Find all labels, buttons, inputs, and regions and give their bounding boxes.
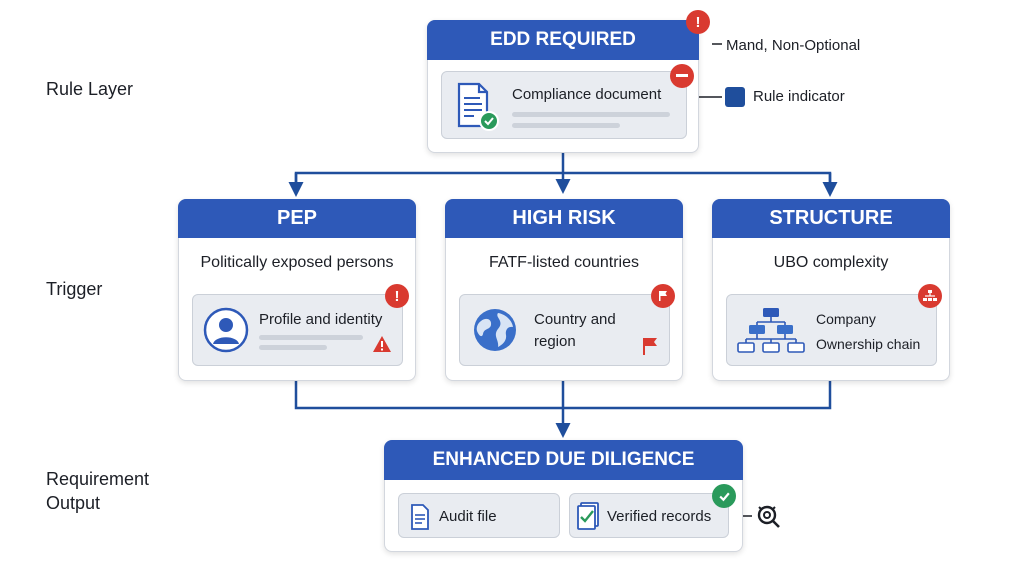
layer-label-output-line2: Output [46, 493, 101, 513]
placeholder-line [259, 335, 363, 340]
org-badge-icon [918, 284, 942, 308]
compliance-document-label: Compliance document [512, 86, 662, 103]
output-card-title: ENHANCED DUE DILIGENCE [384, 440, 743, 480]
rule-card: EDD REQUIRED Compliance document [427, 20, 699, 153]
profile-identity-label: Profile and identity [259, 311, 383, 328]
check-badge-icon [712, 484, 736, 508]
verified-records-label: Verified records [607, 508, 712, 525]
trigger-subtitle-pep: Politically exposed persons [200, 254, 394, 271]
rule-indicator-legend-square [725, 87, 745, 107]
ownership-chain-box[interactable]: Company Ownership chain [726, 294, 937, 366]
placeholder-line [512, 112, 670, 117]
trigger-card-high-risk: HIGH RISK FATF-listed countries Country … [445, 199, 683, 381]
audit-file-label: Audit file [439, 508, 497, 525]
audit-file-icon [410, 504, 430, 530]
settings-link-icon [756, 503, 782, 529]
verified-records-box[interactable]: Verified records [569, 493, 729, 538]
verified-records-icon [577, 502, 601, 530]
person-icon [203, 307, 249, 353]
trigger-title-high-risk: HIGH RISK [445, 199, 683, 238]
output-card: ENHANCED DUE DILIGENCE Audit file Verifi… [384, 440, 743, 552]
trigger-card-structure: STRUCTURE UBO complexity [712, 199, 950, 381]
company-label: Company [816, 311, 876, 327]
trigger-subtitle-high-risk: FATF-listed countries [489, 254, 639, 271]
trigger-title-pep: PEP [178, 199, 416, 238]
profile-identity-box[interactable]: Profile and identity [192, 294, 403, 366]
placeholder-line [512, 123, 620, 128]
rule-indicator-legend-label: Rule indicator [753, 88, 845, 105]
audit-file-box[interactable]: Audit file [398, 493, 560, 538]
minus-badge-icon [670, 64, 694, 88]
connector-merge [294, 381, 832, 410]
rule-annotation: Mand, Non-Optional [726, 37, 861, 54]
alert-badge-icon: ! [686, 10, 710, 34]
country-region-line1: Country and [534, 311, 616, 328]
flag-icon [642, 337, 658, 355]
layer-label-output-line1: Requirement [46, 469, 150, 489]
org-chart-icon [737, 307, 805, 355]
trigger-title-structure: STRUCTURE [712, 199, 950, 238]
globe-icon [472, 307, 518, 353]
country-region-line2: region [534, 333, 576, 350]
ownership-chain-label: Ownership chain [816, 336, 921, 352]
country-region-box[interactable]: Country and region [459, 294, 670, 366]
check-badge-icon [479, 111, 499, 131]
layer-label-trigger: Trigger [46, 279, 103, 299]
trigger-card-pep: PEP Politically exposed persons Profile … [178, 199, 416, 381]
flag-badge-icon [651, 284, 675, 308]
placeholder-line [259, 345, 327, 350]
compliance-document-box[interactable]: Compliance document [441, 71, 687, 139]
layer-label-rule: Rule Layer [46, 79, 134, 99]
alert-badge-icon: ! [385, 284, 409, 308]
warning-icon [372, 335, 392, 353]
connector-rule-branches [294, 171, 832, 188]
trigger-subtitle-structure: UBO complexity [773, 254, 889, 271]
rule-card-title: EDD REQUIRED [427, 20, 699, 60]
